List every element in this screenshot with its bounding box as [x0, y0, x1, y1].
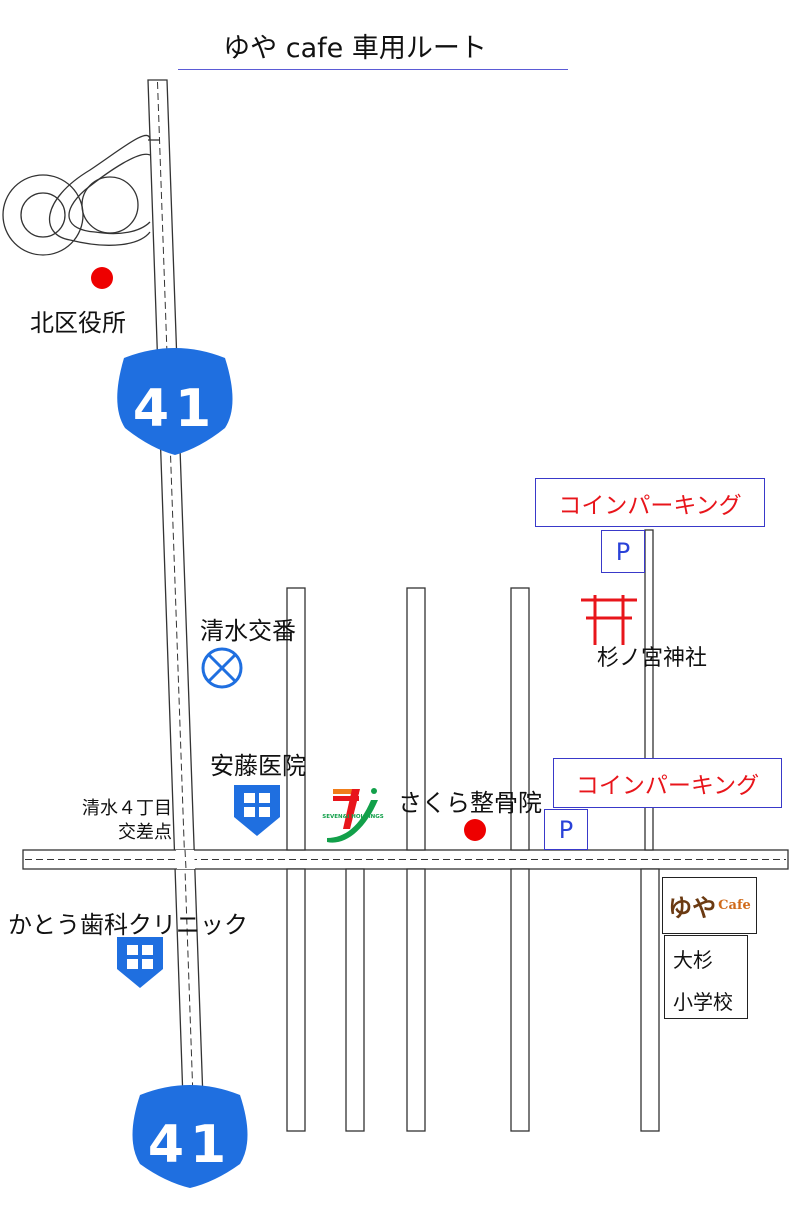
- svg-text:41: 41: [133, 379, 217, 439]
- yuya-cafe-logo: ゆや Cafe: [662, 877, 757, 934]
- interchange-ramp: [2, 134, 160, 256]
- route-41-badge-bottom: 41: [132, 1085, 248, 1188]
- school-label-line2: 小学校: [673, 990, 733, 1014]
- title-underline: [178, 69, 568, 70]
- sakura-clinic-label: さくら整骨院: [398, 789, 542, 817]
- parking-p-mid: P: [544, 809, 588, 850]
- sakura-clinic-marker: [464, 819, 486, 841]
- yuya-cafe-logo-suffix: Cafe: [718, 898, 751, 913]
- school-label-line1: 大杉: [673, 948, 713, 972]
- city-office-marker: [91, 267, 113, 289]
- ando-clinic-icon: [234, 785, 280, 836]
- police-box-label: 清水交番: [200, 617, 296, 645]
- intersection-label-line2: 交差点: [118, 822, 172, 843]
- kato-dental-icon: [117, 937, 163, 988]
- parking-p-mid-label: P: [558, 815, 574, 844]
- route-41-badge-top: 41: [117, 348, 233, 455]
- kato-dental-label: かとう歯科クリニック: [8, 911, 248, 939]
- svg-text:SEVEN&i HOLDINGS: SEVEN&i HOLDINGS: [322, 814, 383, 820]
- school-box: 大杉 小学校: [664, 935, 748, 1019]
- coin-parking-mid: コインパーキング: [553, 758, 782, 808]
- seven-i-logo: SEVEN&i HOLDINGS: [322, 788, 384, 843]
- coin-parking-mid-label: コインパーキング: [575, 773, 760, 799]
- ando-clinic-label: 安藤医院: [210, 752, 306, 780]
- coin-parking-top: コインパーキング: [535, 478, 765, 527]
- intersection-label-line1: 清水４丁目: [82, 798, 172, 819]
- police-box-icon: [201, 647, 243, 689]
- shrine-label: 杉ノ宮神社: [597, 646, 708, 671]
- side-streets: [286, 529, 660, 1132]
- shrine-torii-icon: [581, 595, 637, 645]
- svg-text:41: 41: [148, 1115, 232, 1175]
- city-office-label: 北区役所: [30, 309, 126, 337]
- main-street: [22, 849, 789, 870]
- parking-p-top-label: P: [615, 537, 631, 566]
- parking-p-top: P: [601, 530, 645, 573]
- page-title: ゆや cafe 車用ルート: [223, 33, 487, 64]
- yuya-cafe-logo-text: ゆや: [668, 893, 717, 922]
- coin-parking-top-label: コインパーキング: [558, 492, 742, 519]
